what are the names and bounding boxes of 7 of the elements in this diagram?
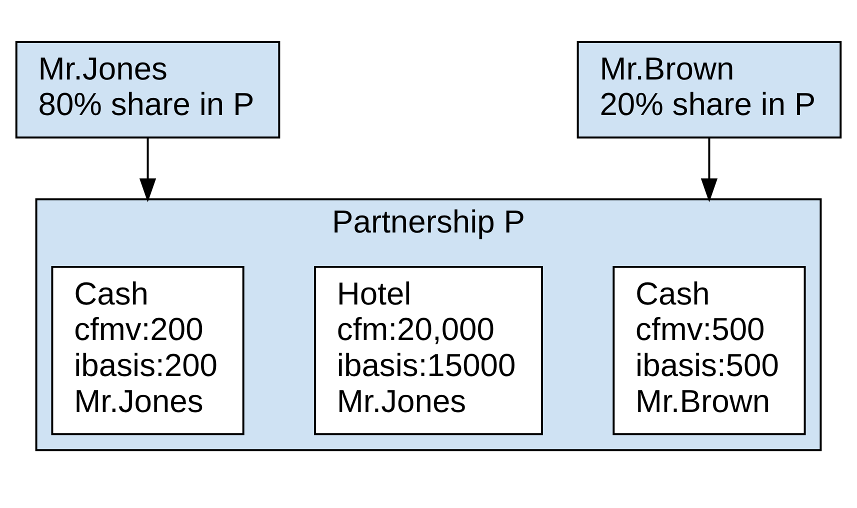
node-box: Cash cfmv:200 ibasis:200 Mr.Jones (51, 266, 244, 436)
arrow (700, 138, 718, 202)
arrow (139, 138, 156, 202)
node-box: Hotel cfm:20,000 ibasis:15000 Mr.Jones (314, 266, 543, 436)
node-box: Mr.Jones 80% share in P (15, 40, 280, 139)
node-box: Mr.Brown 20% share in P (576, 40, 842, 139)
node-box: Cash cfmv:500 ibasis:500 Mr.Brown (612, 266, 806, 436)
